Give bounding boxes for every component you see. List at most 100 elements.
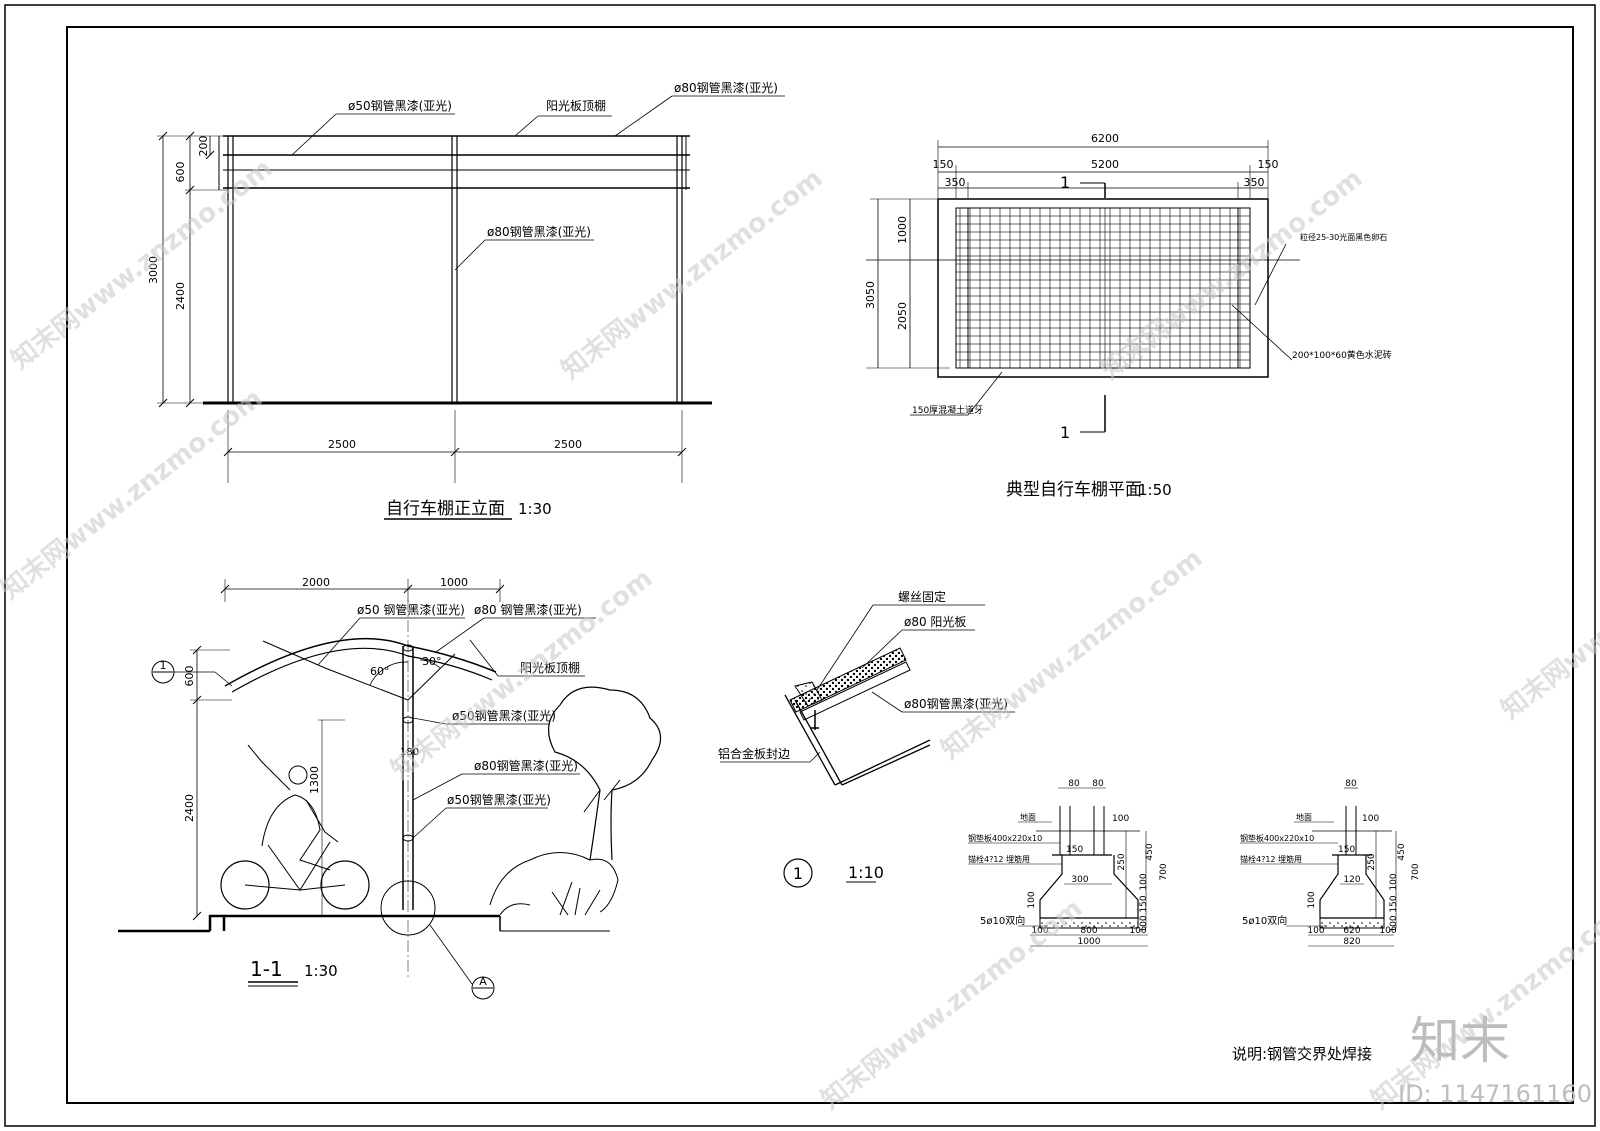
plan-section-mark-top: 1 (1060, 173, 1070, 192)
fa-dim-100-bl: 100 (1031, 926, 1048, 936)
plan-dim-350-r: 350 (1244, 176, 1265, 189)
fa-dim-450: 450 (1145, 843, 1155, 860)
foundation-b: 80 地面 100 钢垫板400x220x10 150 锚栓4?12 埋筋用 2… (1240, 779, 1421, 947)
section-label-pipe50-mid: ø50钢管黑漆(亚光) (452, 708, 556, 723)
detail-scale: 1:10 (848, 863, 884, 882)
fa-dim-250: 250 (1117, 853, 1127, 870)
section-dim-1000: 1000 (440, 576, 468, 589)
section-dim-1300: 1300 (308, 766, 321, 794)
watermark-site-5: 知末网www.znzmo.com (386, 563, 658, 785)
fb-dim-150-r: 150 (1389, 895, 1399, 912)
plan-dim-350-l: 350 (945, 176, 966, 189)
section-scale: 1:30 (304, 962, 338, 980)
elev-label-sunroof: 阳光板顶棚 (546, 98, 606, 113)
watermark-logo: 知末 (1410, 1012, 1510, 1070)
fa-dim-100-br: 100 (1129, 926, 1146, 936)
watermark-site-7: 知末网www.znzmo.com (816, 893, 1088, 1115)
fb-label-plate: 钢垫板400x220x10 (1240, 833, 1314, 843)
section-dim-2000: 2000 (302, 576, 330, 589)
fa-dim-150-r: 150 (1139, 895, 1149, 912)
detail-label-sunboard: ø80 阳光板 (904, 615, 966, 629)
section-label-pipe50-low: ø50钢管黑漆(亚光) (447, 792, 551, 807)
fb-dim-80: 80 (1345, 779, 1357, 789)
cyclist-figure (220, 744, 370, 910)
detail-marker: 1 (793, 864, 803, 883)
fa-dim-300: 300 (1071, 875, 1088, 885)
elev-dim-600: 600 (174, 162, 187, 183)
plan-dim-5200: 5200 (1091, 158, 1119, 171)
plan-dim-1000: 1000 (896, 216, 909, 244)
elev-dim-2400: 2400 (174, 282, 187, 310)
note-text: 说明:钢管交界处焊接 (1232, 1045, 1372, 1063)
plan-dim-150-r: 150 (1258, 158, 1279, 171)
section-marker-a: A (479, 975, 487, 988)
section-title: 1-1 (250, 957, 283, 981)
watermark-site-1: 知末网www.znzmo.com (6, 153, 278, 375)
detail-view: 螺丝固定 ø80 阳光板 ø80钢管黑漆(亚光) 铝合金板封边 1 1:10 (718, 589, 1015, 888)
fb-dim-100-rb: 100 (1389, 915, 1399, 932)
fa-label-rebar: 5ø10双向 (980, 914, 1025, 927)
fa-dim-100-top: 100 (1112, 814, 1129, 824)
elevation-scale: 1:30 (518, 500, 552, 518)
section-label-pipe80-low: ø80钢管黑漆(亚光) (474, 758, 578, 773)
fb-label-rebar: 5ø10双向 (1242, 914, 1287, 927)
watermark-site-4: 知末网www.znzmo.com (0, 383, 268, 605)
fa-dim-100-rb: 100 (1139, 915, 1149, 932)
elev-label-pipe50: ø50钢管黑漆(亚光) (348, 98, 452, 113)
fb-dim-100-l: 100 (1307, 891, 1317, 908)
section-label-sunroof: 阳光板顶棚 (520, 660, 580, 675)
fb-label-bolt: 锚栓4?12 埋筋用 (1240, 854, 1302, 864)
plan-title: 典型自行车棚平面 (1006, 480, 1142, 500)
section-view: 2000 1000 60° 30° 600 2400 (118, 576, 662, 1000)
watermark-site-2: 知末网www.znzmo.com (556, 163, 828, 385)
fb-dim-700: 700 (1411, 863, 1421, 880)
fb-dim-450: 450 (1397, 843, 1407, 860)
fb-dim-100-br: 100 (1379, 926, 1396, 936)
plan-section-mark-bottom: 1 (1060, 423, 1070, 442)
elev-dim-2500-b: 2500 (554, 438, 582, 451)
watermark-layer: 知末网www.znzmo.com 知末网www.znzmo.com 知末网www… (0, 153, 1600, 1115)
tree-figure (489, 686, 662, 916)
section-angle-60: 60° (370, 665, 390, 678)
section-marker-1: 1 (160, 659, 167, 672)
fa-dim-80-l: 80 (1068, 779, 1080, 789)
fb-dim-250: 250 (1367, 853, 1377, 870)
section-label-pipe50-top: ø50 钢管黑漆(亚光) (357, 602, 465, 617)
elev-dim-3000: 3000 (147, 256, 160, 284)
elev-dim-2500-a: 2500 (328, 438, 356, 451)
watermark-site-9: 知末网www.znzmo.com (1496, 503, 1600, 725)
plan-dim-150-l: 150 (933, 158, 954, 171)
elev-dim-200: 200 (197, 136, 210, 157)
detail-label-pipe80: ø80钢管黑漆(亚光) (904, 696, 1008, 711)
elev-label-pipe80-top: ø80钢管黑漆(亚光) (674, 80, 778, 95)
plan-dim-6200: 6200 (1091, 132, 1119, 145)
plan-dim-3050: 3050 (864, 281, 877, 309)
foundation-a: 80 80 地面 100 钢垫板400x220x10 150 锚栓4?12 埋筋… (968, 779, 1169, 947)
elevation-view: 600 200 3000 2400 2500 2500 ø50钢管黑漆(亚光) … (147, 80, 785, 520)
section-angle-30: 30° (422, 655, 442, 668)
detail-label-screw: 螺丝固定 (898, 589, 946, 604)
fa-dim-80-r: 80 (1092, 779, 1104, 789)
fb-label-ground: 地面 (1296, 812, 1312, 822)
fa-dim-100-l: 100 (1027, 891, 1037, 908)
fb-dim-100-top: 100 (1362, 814, 1379, 824)
elevation-title: 自行车棚正立面 (386, 499, 505, 519)
section-label-pipe80-top: ø80 钢管黑漆(亚光) (474, 602, 582, 617)
plan-label-brick: 200*100*60黄色水泥砖 (1292, 349, 1392, 361)
elev-label-pipe80-mid: ø80钢管黑漆(亚光) (487, 224, 591, 239)
fa-label-ground: 地面 (1020, 812, 1036, 822)
plan-label-curb: 150厚混凝土道牙 (912, 404, 983, 416)
drawing-frame (4, 4, 1596, 1127)
fb-dim-120: 120 (1343, 875, 1360, 885)
fa-dim-800: 800 (1080, 926, 1097, 936)
fa-dim-700: 700 (1159, 863, 1169, 880)
section-dim-180: 180 (400, 747, 419, 758)
fa-dim-150: 150 (1066, 845, 1083, 855)
plan-view: 1 1 6200 150 5200 150 350 350 1000 3050 … (864, 132, 1392, 500)
fa-label-bolt: 锚栓4?12 埋筋用 (968, 854, 1030, 864)
plan-label-gravel: 粒径25-30光面黑色卵石 (1300, 232, 1387, 242)
fb-dim-100-r: 100 (1389, 873, 1399, 890)
plan-dim-2050: 2050 (896, 302, 909, 330)
fb-dim-820: 820 (1343, 937, 1360, 947)
